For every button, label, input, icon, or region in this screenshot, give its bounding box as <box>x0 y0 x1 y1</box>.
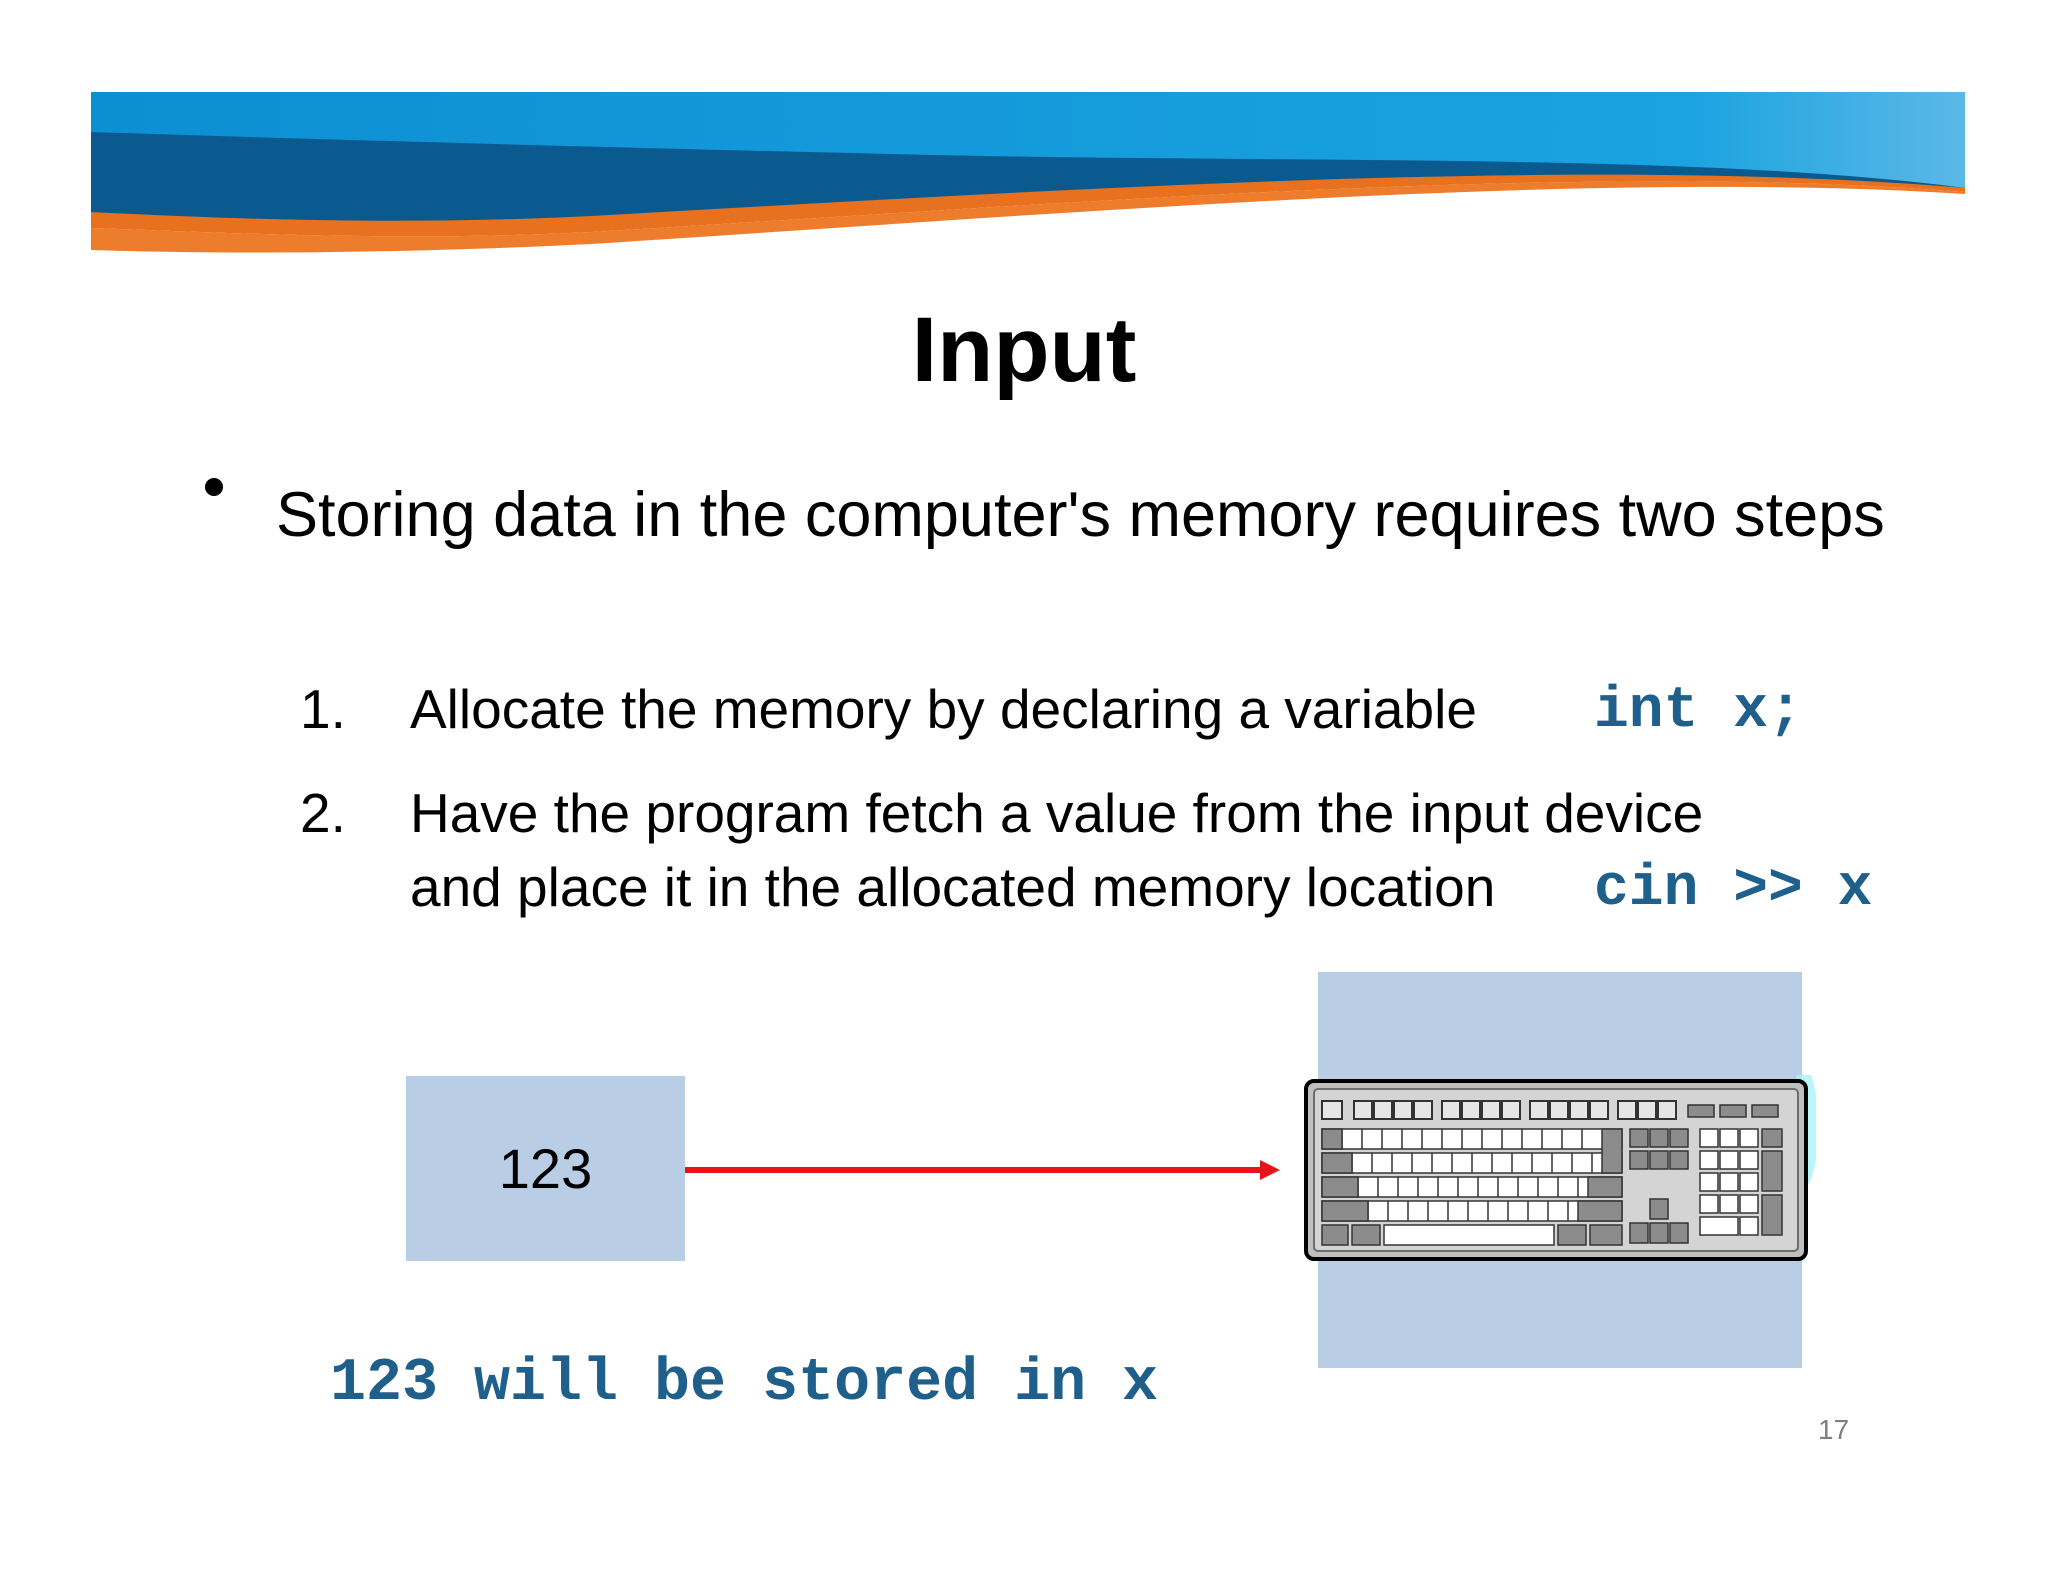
red-arrow <box>685 1160 1280 1180</box>
keyboard-icon <box>1304 1075 1816 1261</box>
memory-box: 123 <box>406 1076 685 1261</box>
header-banner <box>91 92 1965 270</box>
step-2-text-line1: Have the program fetch a value from the … <box>410 782 1704 844</box>
step-2-text-line2: and place it in the allocated memory loc… <box>410 856 1496 918</box>
step-2-number: 2. <box>300 782 346 844</box>
caption: 123 will be stored in x <box>330 1350 1159 1418</box>
wave-graphic <box>91 92 1965 270</box>
step-2-code: cin >> x <box>1594 857 1873 922</box>
step-1-code: int x; <box>1594 679 1803 744</box>
bullet-dot <box>205 478 223 496</box>
memory-value: 123 <box>498 1137 593 1200</box>
bullet-text: Storing data in the computer's memory re… <box>276 480 1885 550</box>
step-1-text: Allocate the memory by declaring a varia… <box>410 678 1477 740</box>
step-1-number: 1. <box>300 678 346 740</box>
page-number: 17 <box>1818 1414 1850 1445</box>
slide-title: Input <box>911 299 1137 401</box>
